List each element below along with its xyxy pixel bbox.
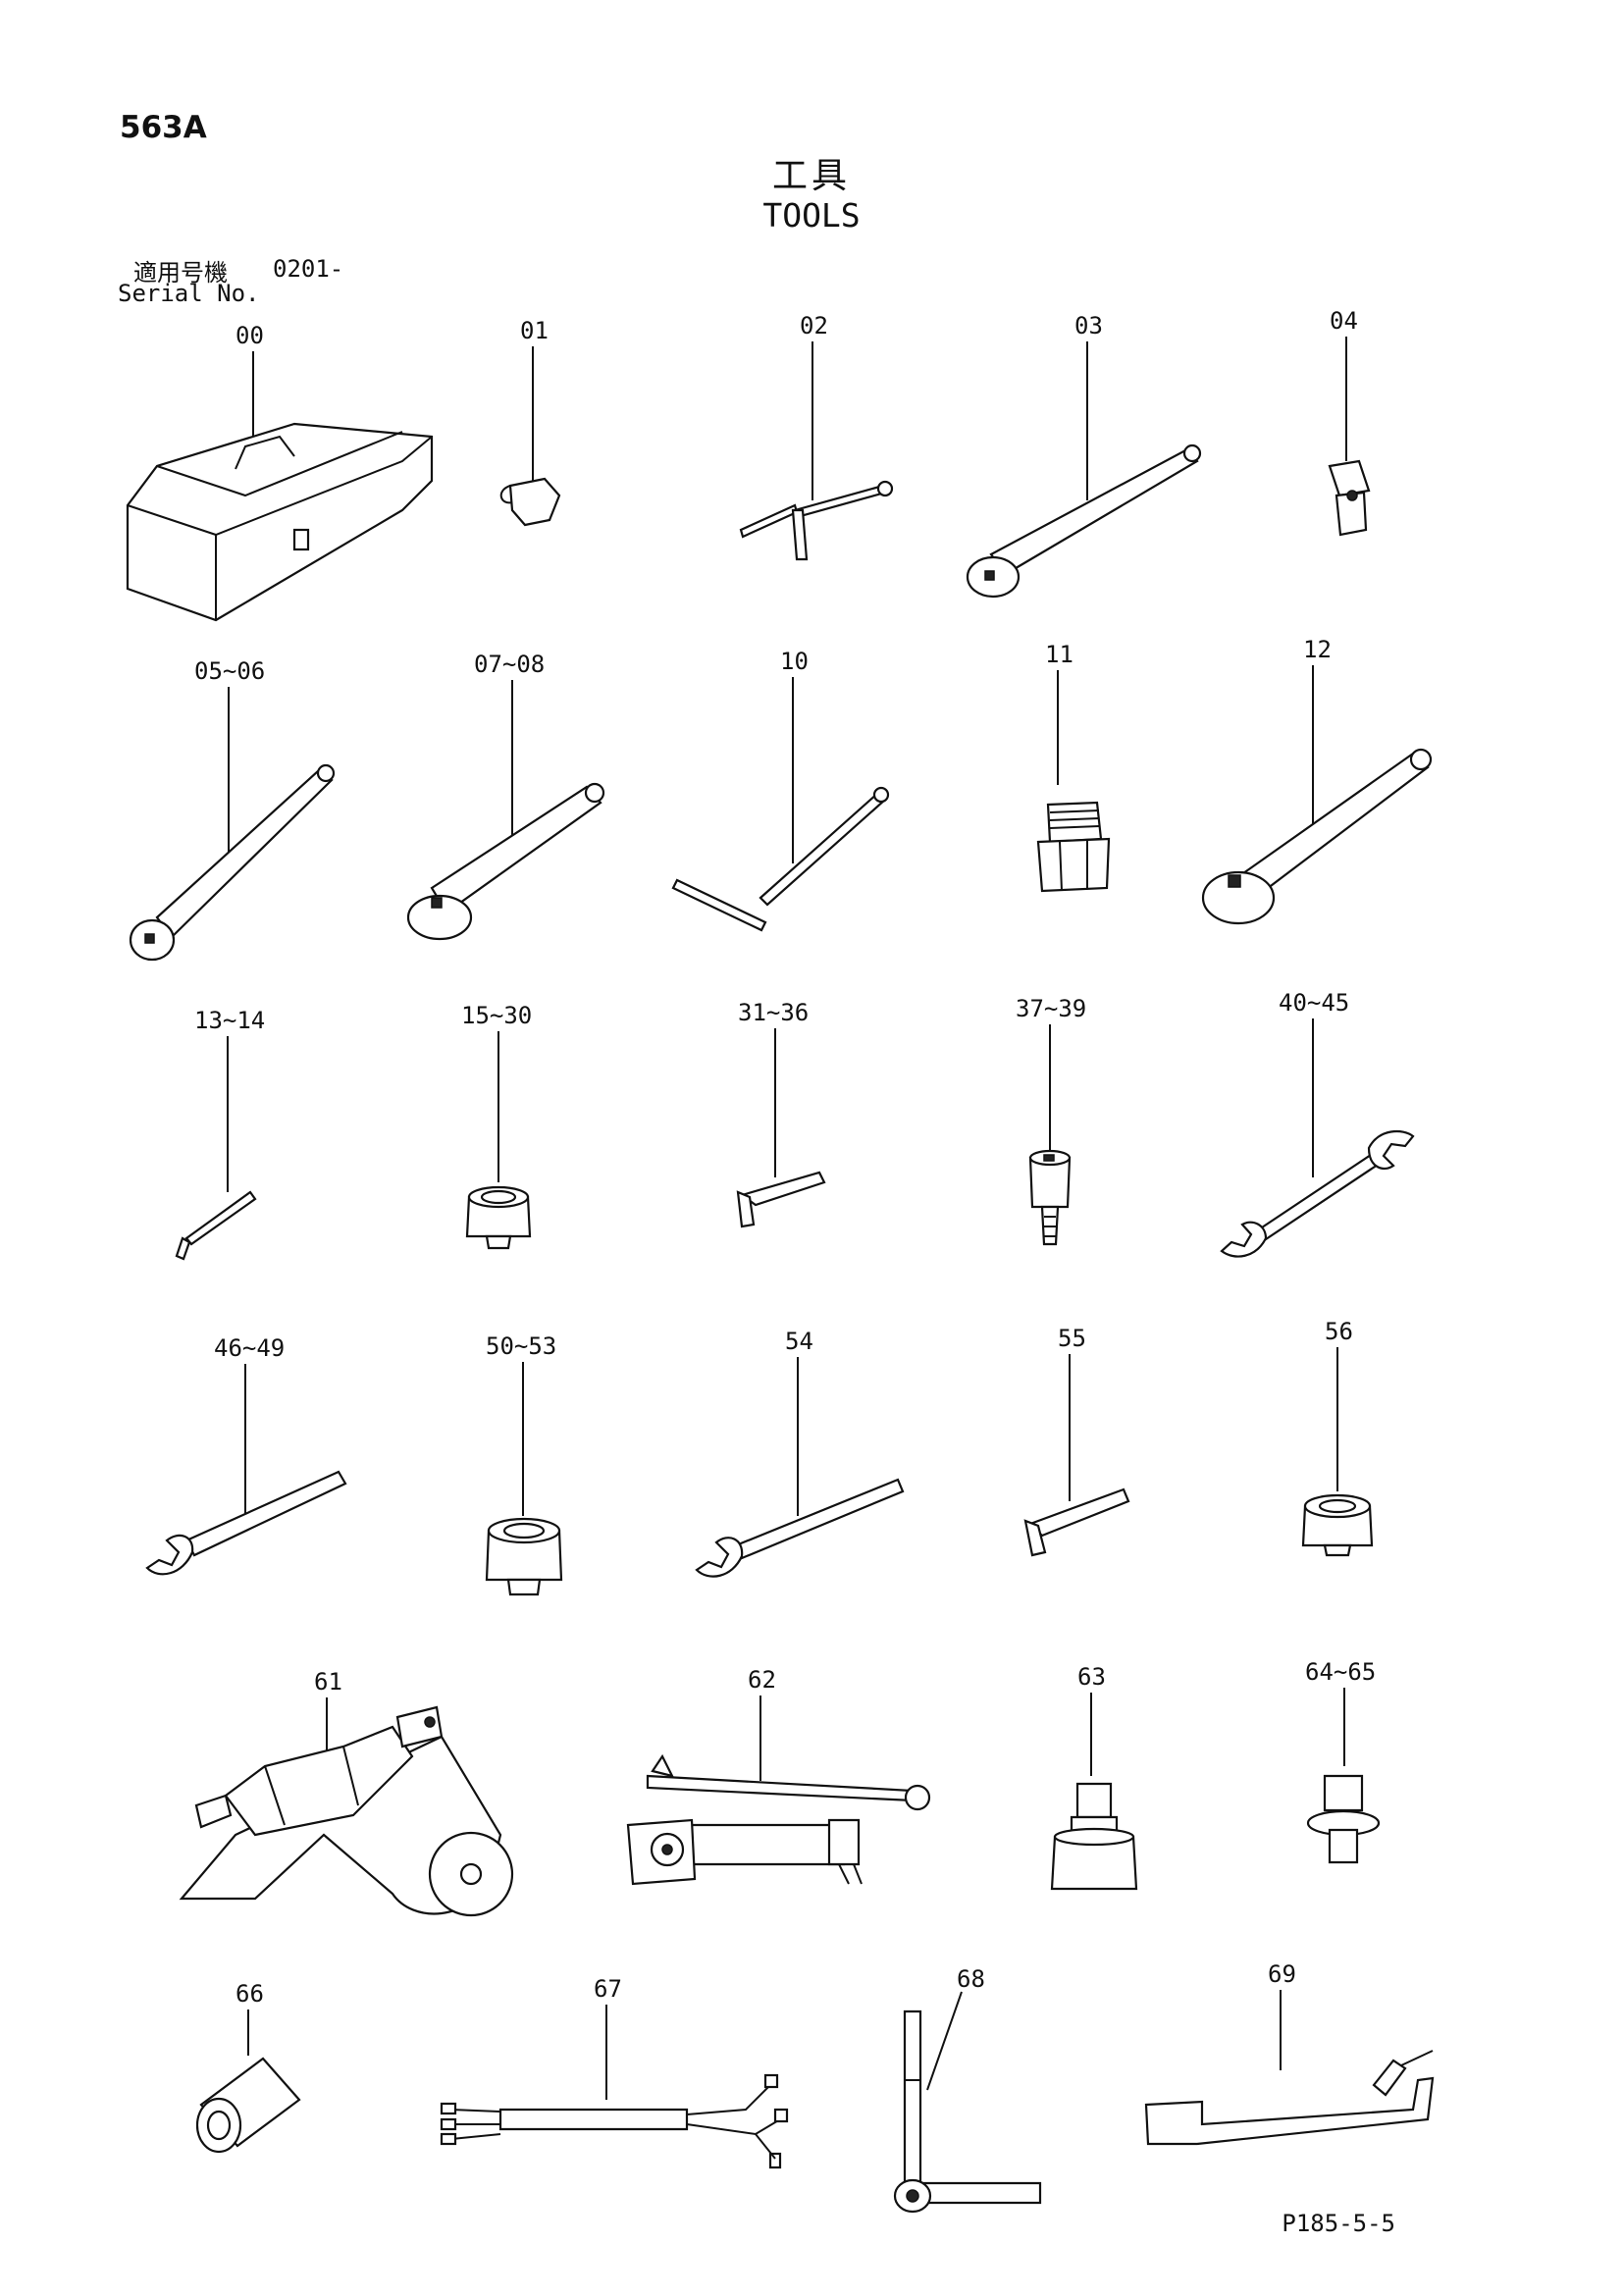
- item-label: 68: [957, 1965, 985, 1993]
- cable-harness-illustration: [440, 2073, 789, 2169]
- hex-key-illustration: [1023, 1487, 1130, 1557]
- socket-handle-illustration: [406, 782, 605, 941]
- item-label: 31~36: [738, 999, 809, 1026]
- t-wrench-illustration: [893, 2009, 1042, 2214]
- item-label: 02: [800, 312, 828, 339]
- tool-item-55: 55: [1023, 1325, 1130, 1557]
- tool-item-64-65: 64~65: [1305, 1658, 1381, 1864]
- page-title-japanese: 工具: [771, 156, 851, 196]
- combination-wrench-illustration: [1220, 1129, 1415, 1258]
- universal-joint-illustration: [1328, 459, 1371, 537]
- tool-item-69: 69: [1144, 1960, 1435, 2146]
- tool-item-54: 54: [695, 1328, 905, 1578]
- tool-item-67: 67: [440, 1975, 789, 2169]
- tool-item-62: 62: [626, 1666, 931, 1886]
- item-label: 00: [236, 322, 264, 349]
- item-label: 54: [785, 1328, 813, 1355]
- socket-illustration: [1301, 1493, 1374, 1557]
- t-handle-wrench-illustration: [671, 786, 890, 932]
- item-label: 63: [1077, 1663, 1106, 1691]
- socket-illustration: [485, 1517, 563, 1596]
- hydraulic-pump-illustration: [626, 1753, 931, 1886]
- item-label: 40~45: [1279, 989, 1349, 1017]
- t-handle-wrench-illustration: [739, 480, 894, 561]
- item-label: 13~14: [194, 1007, 265, 1034]
- item-label: 01: [520, 317, 549, 344]
- item-label: 69: [1268, 1960, 1296, 1988]
- threaded-adapter-illustration: [1036, 801, 1111, 893]
- tool-item-05-06: 05~06: [129, 657, 336, 962]
- bit-socket-illustration: [1028, 1149, 1072, 1246]
- tool-item-01: 01: [499, 317, 561, 527]
- tool-item-03: 03: [966, 312, 1202, 599]
- serial-label: Serial No.: [118, 280, 260, 307]
- item-label: 56: [1325, 1318, 1353, 1345]
- item-label: 46~49: [214, 1334, 285, 1362]
- item-label: 04: [1330, 307, 1358, 335]
- tool-item-46-49: 46~49: [145, 1334, 347, 1576]
- page-reference: P185-5-5: [1282, 2210, 1395, 2237]
- toolbox-illustration: [126, 422, 434, 622]
- tool-item-50-53: 50~53: [485, 1332, 563, 1596]
- extension-bar-illustration: [966, 444, 1202, 599]
- open-end-wrench-illustration: [695, 1478, 905, 1578]
- socket-handle-illustration: [1201, 748, 1433, 925]
- item-label: 64~65: [1305, 1658, 1376, 1686]
- hex-key-illustration: [175, 1190, 257, 1261]
- open-end-wrench-illustration: [145, 1470, 347, 1576]
- tool-item-04: 04: [1328, 307, 1371, 537]
- tool-item-61: 61: [179, 1668, 514, 1917]
- plug-adapter-illustration: [1306, 1774, 1381, 1864]
- item-label: 66: [236, 1980, 264, 2008]
- item-label: 12: [1303, 636, 1332, 663]
- serial-label-japanese: 適用号機: [133, 259, 228, 287]
- item-label: 11: [1045, 641, 1073, 668]
- jig-plate-illustration: [1144, 2050, 1435, 2146]
- tool-item-66: 66: [195, 1980, 301, 2154]
- tool-item-15-30: 15~30: [461, 1002, 532, 1250]
- item-label: 61: [314, 1668, 342, 1696]
- hex-key-illustration: [736, 1171, 826, 1228]
- item-label: 50~53: [486, 1332, 556, 1360]
- page-title: TOOLS: [762, 196, 861, 235]
- tool-item-63: 63: [1050, 1663, 1138, 1891]
- tool-item-00: 00: [126, 322, 434, 622]
- tool-item-10: 10: [671, 648, 890, 932]
- extension-bar-illustration: [129, 763, 336, 962]
- tool-item-11: 11: [1036, 641, 1111, 893]
- tool-item-12: 12: [1201, 636, 1433, 925]
- tool-item-13-14: 13~14: [175, 1007, 265, 1261]
- item-label: 67: [594, 1975, 622, 2003]
- page-code: 563A: [120, 110, 207, 145]
- item-label: 10: [780, 648, 809, 675]
- bearing-puller-illustration: [179, 1705, 514, 1917]
- special-socket-illustration: [1050, 1782, 1138, 1891]
- tool-item-56: 56: [1301, 1318, 1374, 1557]
- item-label: 15~30: [461, 1002, 532, 1029]
- item-label: 03: [1074, 312, 1103, 339]
- tool-item-07-08: 07~08: [406, 651, 605, 941]
- item-label: 37~39: [1016, 995, 1086, 1022]
- key-illustration: [499, 477, 561, 527]
- tool-item-31-36: 31~36: [736, 999, 826, 1228]
- tool-item-40-45: 40~45: [1220, 989, 1415, 1258]
- serial-value: 0201-: [273, 255, 344, 283]
- tool-item-68: 68: [893, 1965, 1042, 2214]
- sleeve-illustration: [195, 2057, 301, 2154]
- item-label: 05~06: [194, 657, 265, 685]
- item-label: 07~08: [474, 651, 545, 678]
- item-label: 62: [748, 1666, 776, 1694]
- item-label: 55: [1058, 1325, 1086, 1352]
- tool-item-37-39: 37~39: [1016, 995, 1086, 1246]
- tool-item-02: 02: [739, 312, 894, 561]
- socket-illustration: [465, 1185, 532, 1250]
